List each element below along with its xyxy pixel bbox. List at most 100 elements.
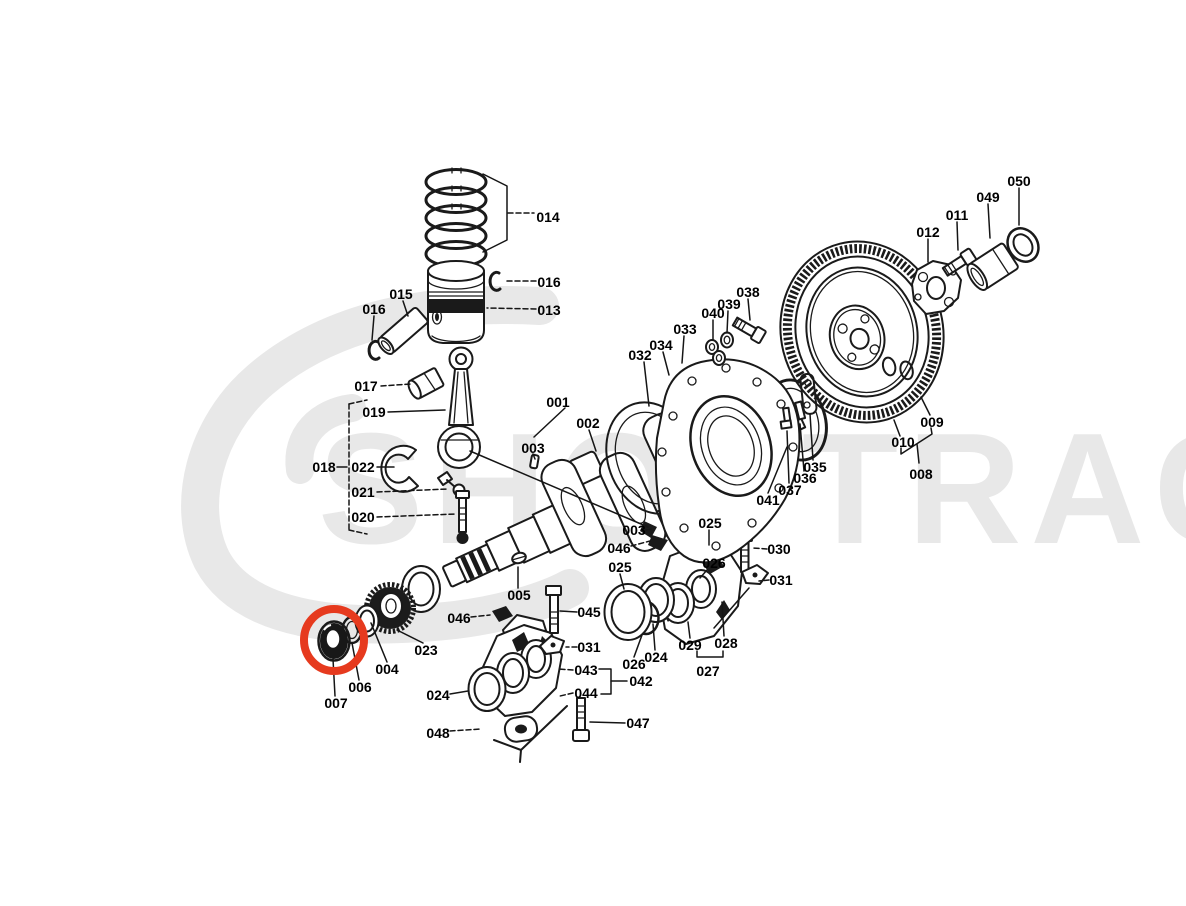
part-label-029: 029: [678, 637, 702, 653]
leader-010: [893, 419, 901, 437]
part-label-020: 020: [351, 509, 375, 525]
leader-026-b: [633, 634, 643, 658]
clamp-031-lower-drawing: [539, 635, 565, 655]
rod-bearing-shell-022-drawing: [380, 444, 419, 493]
leader-044: [559, 692, 574, 697]
part-label-037: 037: [778, 482, 802, 498]
bearing-case-cover-033-drawing: [654, 358, 801, 564]
leader-045: [559, 610, 578, 613]
flywheel-drawing: [779, 240, 945, 424]
leader-024-a: [652, 623, 656, 651]
small-end-bushing-017-drawing: [407, 367, 445, 400]
part-label-031-a: 031: [769, 572, 793, 588]
leader-029: [687, 621, 691, 639]
bolt-047-drawing: [572, 697, 590, 742]
part-label-048: 048: [426, 725, 450, 741]
leader-lines: [332, 173, 1020, 732]
leader-009: [920, 396, 931, 416]
part-label-010: 010: [891, 434, 915, 450]
part-label-001: 001: [546, 394, 570, 410]
leader-027-bracket: [696, 650, 724, 658]
leader-046-a: [630, 540, 651, 547]
part-label-016-b: 016: [362, 301, 386, 317]
part-label-003-b: 003: [622, 522, 646, 538]
leader-036: [799, 423, 805, 472]
leader-013: [486, 307, 537, 310]
washer-048-drawing: [503, 715, 539, 743]
part-label-016-a: 016: [537, 274, 561, 290]
leader-019: [387, 409, 446, 413]
part-label-047: 047: [626, 715, 650, 731]
part-label-032: 032: [628, 347, 652, 363]
part-label-022: 022: [351, 459, 375, 475]
bolt-038-drawing: [731, 316, 767, 345]
leader-003-a: [532, 453, 536, 460]
part-label-046-a: 046: [607, 540, 631, 556]
leader-003-long: [469, 450, 649, 528]
part-label-004: 004: [375, 661, 399, 677]
snap-ring-016-right-drawing: [488, 270, 502, 292]
leader-025-b: [619, 573, 625, 590]
part-label-046-b: 046: [447, 610, 471, 626]
rod-bolt-020-drawing: [455, 490, 470, 544]
leader-034: [662, 351, 670, 376]
part-label-043: 043: [574, 662, 598, 678]
part-label-040: 040: [701, 305, 725, 321]
leader-048: [449, 728, 482, 732]
sleeve-049-drawing: [966, 242, 1019, 291]
part-label-014: 014: [536, 209, 560, 225]
leader-042-bracket: [598, 668, 612, 695]
ring-050-drawing: [1006, 227, 1040, 263]
part-number-labels: 0010020030030040050060070080090100110120…: [312, 173, 1031, 741]
part-label-050: 050: [1007, 173, 1031, 189]
part-label-011: 011: [946, 207, 969, 223]
leader-035: [809, 413, 814, 461]
leader-024-b: [449, 690, 469, 695]
leader-002: [588, 429, 597, 452]
crank-gear-023-drawing: [364, 582, 416, 634]
leader-004: [370, 622, 388, 663]
part-label-002: 002: [576, 415, 600, 431]
leader-023: [396, 629, 424, 644]
highlight-layer: [300, 605, 368, 675]
part-label-036: 036: [793, 470, 817, 486]
part-label-044: 044: [574, 685, 598, 701]
key-046-lower-drawing: [492, 606, 513, 622]
part-label-030: 030: [767, 541, 791, 557]
leader-018-bracket-bot: [348, 529, 368, 535]
leader-032: [643, 361, 650, 407]
part-label-006: 006: [348, 679, 372, 695]
leader-001: [533, 407, 566, 438]
leader-017: [380, 383, 412, 387]
washer-039-drawing: [720, 331, 734, 349]
part-label-042: 042: [629, 673, 653, 689]
leader-028: [721, 601, 725, 637]
snap-ring-016-left-drawing: [367, 339, 381, 361]
leader-026-a: [699, 569, 708, 579]
leader-008-stem: [916, 443, 920, 464]
part-label-018: 018: [312, 459, 336, 475]
leader-003-b: [645, 528, 653, 531]
part-label-049: 049: [976, 189, 1000, 205]
key-046-upper-drawing: [648, 535, 668, 551]
oil-seal-007-drawing: [317, 620, 351, 662]
part-label-027: 027: [696, 663, 720, 679]
pin-036-drawing: [794, 400, 807, 421]
part-label-024-a: 024: [644, 649, 668, 665]
leader-016-b: [371, 315, 375, 341]
leader-030-line: [713, 587, 750, 629]
piston-pin-drawing: [377, 306, 429, 355]
part-label-039: 039: [717, 296, 741, 312]
leader-039: [726, 310, 729, 334]
part-label-017: 017: [354, 378, 378, 394]
leader-007: [332, 658, 336, 697]
part-label-025-a: 025: [698, 515, 722, 531]
part-label-021: 021: [351, 484, 375, 500]
part-label-033: 033: [673, 321, 697, 337]
piston-drawing: [427, 260, 485, 344]
part-label-008: 008: [909, 466, 933, 482]
leader-049: [987, 203, 991, 239]
part-label-025-b: 025: [608, 559, 632, 575]
